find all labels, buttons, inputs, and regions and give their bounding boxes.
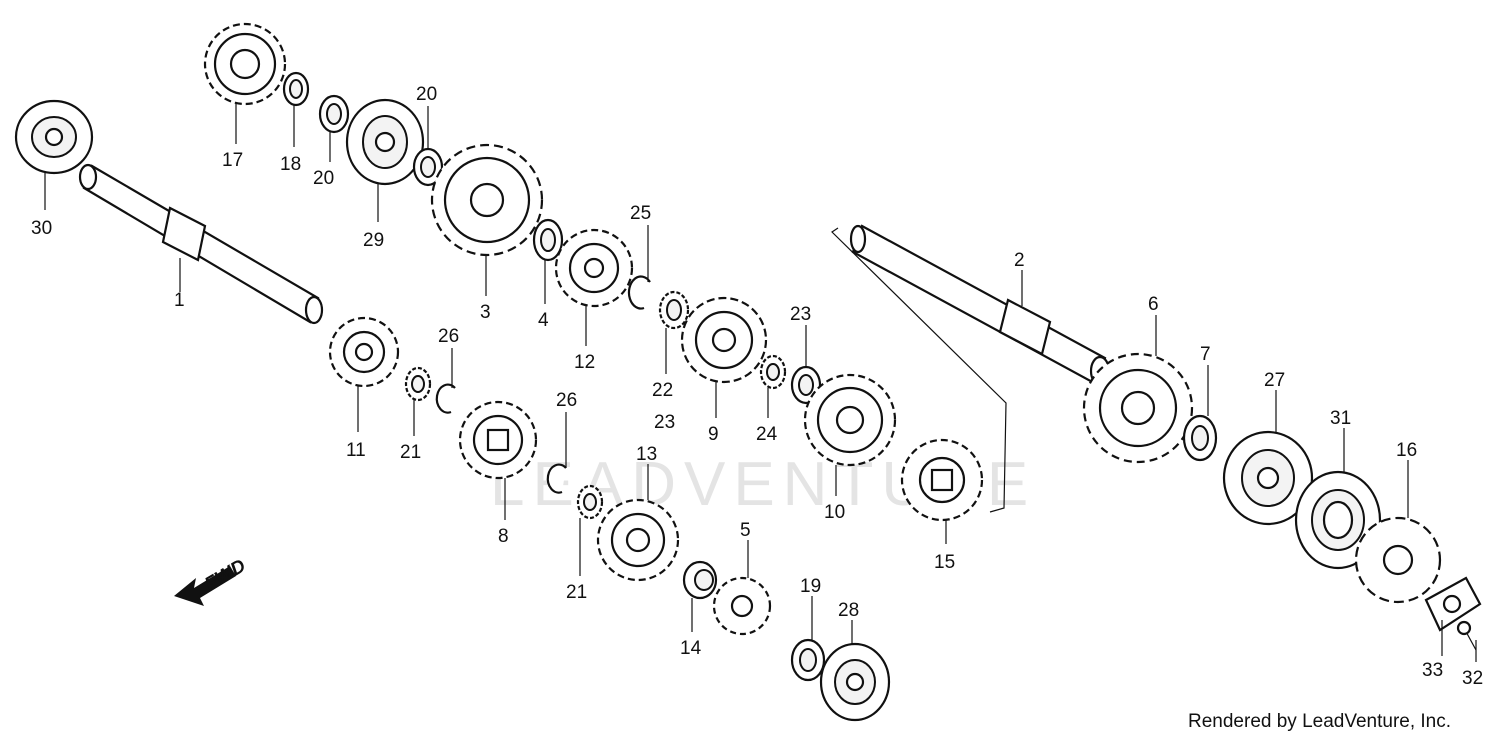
callout-21a: 21 [400, 442, 421, 463]
callout-19: 19 [800, 576, 821, 597]
sprocket-16-part [1354, 516, 1442, 604]
washer-21a-part [404, 366, 432, 402]
callout-16: 16 [1396, 440, 1417, 461]
plate-33-part [1424, 576, 1482, 632]
washer-20b-part [412, 147, 444, 187]
bearing-27-part [1222, 430, 1314, 526]
bearing-28-part [819, 642, 891, 722]
callout-numbers: 30 1 17 18 20 20 29 3 4 12 25 22 23 23 9… [31, 84, 1483, 689]
mainshaft-part [78, 163, 324, 325]
callout-22: 22 [652, 380, 673, 401]
gear-5-part [712, 576, 772, 636]
callout-26a: 26 [438, 326, 459, 347]
gear-3-part [430, 143, 544, 257]
callout-3: 3 [480, 302, 491, 323]
callout-29: 29 [363, 230, 384, 251]
circlip-26b-part [546, 463, 567, 494]
callout-30: 30 [31, 218, 52, 239]
callout-7: 7 [1200, 344, 1211, 365]
callout-32: 32 [1462, 668, 1483, 689]
washer-7-part [1182, 414, 1218, 462]
callout-28: 28 [838, 600, 859, 621]
callout-31: 31 [1330, 408, 1351, 429]
callout-5: 5 [740, 520, 751, 541]
callout-23b: 23 [790, 304, 811, 325]
countershaft-part [849, 224, 1111, 387]
gear-11-part [328, 316, 400, 388]
credit-text: Rendered by LeadVenture, Inc. [1188, 711, 1451, 732]
callout-33: 33 [1422, 660, 1443, 681]
callout-13: 13 [636, 444, 657, 465]
callout-9: 9 [708, 424, 719, 445]
callout-18: 18 [280, 154, 301, 175]
callout-2: 2 [1014, 250, 1025, 271]
gear-12-part [554, 228, 634, 308]
callout-20b: 20 [416, 84, 437, 105]
callout-24: 24 [756, 424, 778, 445]
gear-13-part [596, 498, 680, 582]
bearing-29-part [345, 98, 425, 186]
oil-seal-31-part [1294, 470, 1382, 570]
callout-4: 4 [538, 310, 549, 331]
washer-20a-part [318, 94, 350, 134]
callout-20a: 20 [313, 168, 334, 189]
bushing-14-part [682, 560, 718, 600]
callout-8: 8 [498, 526, 509, 547]
callout-23a: 23 [654, 412, 675, 433]
callout-11: 11 [346, 440, 366, 461]
fwd-label: FWD [201, 555, 249, 595]
gear-9-part [680, 296, 768, 384]
gear-6-part [1082, 352, 1194, 464]
callout-10: 10 [824, 502, 845, 523]
washer-22-part [658, 290, 690, 330]
callout-14: 14 [680, 638, 702, 659]
bearing-30-part [14, 99, 94, 175]
callout-26b: 26 [556, 390, 577, 411]
gear-10-part [803, 373, 897, 467]
callout-15: 15 [934, 552, 955, 573]
callout-17: 17 [222, 150, 243, 171]
fwd-arrow-icon [174, 566, 236, 606]
bushing-18-part [282, 71, 310, 107]
gear-8-part [458, 400, 538, 480]
circlip-25-part [627, 275, 651, 310]
gear-15-part [900, 438, 984, 522]
gear-17-part [203, 22, 287, 106]
callout-25: 25 [630, 203, 651, 224]
washer-19-part [790, 638, 826, 682]
callout-6: 6 [1148, 294, 1159, 315]
washer-21b-part [576, 484, 604, 520]
group-bracket [831, 227, 1007, 513]
callout-21b: 21 [566, 582, 587, 603]
circlip-26a-part [435, 383, 456, 414]
bushing-4-part [532, 218, 564, 262]
washer-24-part [759, 354, 787, 390]
bolt-32-part [1456, 620, 1477, 651]
leader-lines [44, 104, 1477, 662]
callout-27: 27 [1264, 370, 1285, 391]
callout-1: 1 [174, 290, 185, 311]
callout-12: 12 [574, 352, 595, 373]
